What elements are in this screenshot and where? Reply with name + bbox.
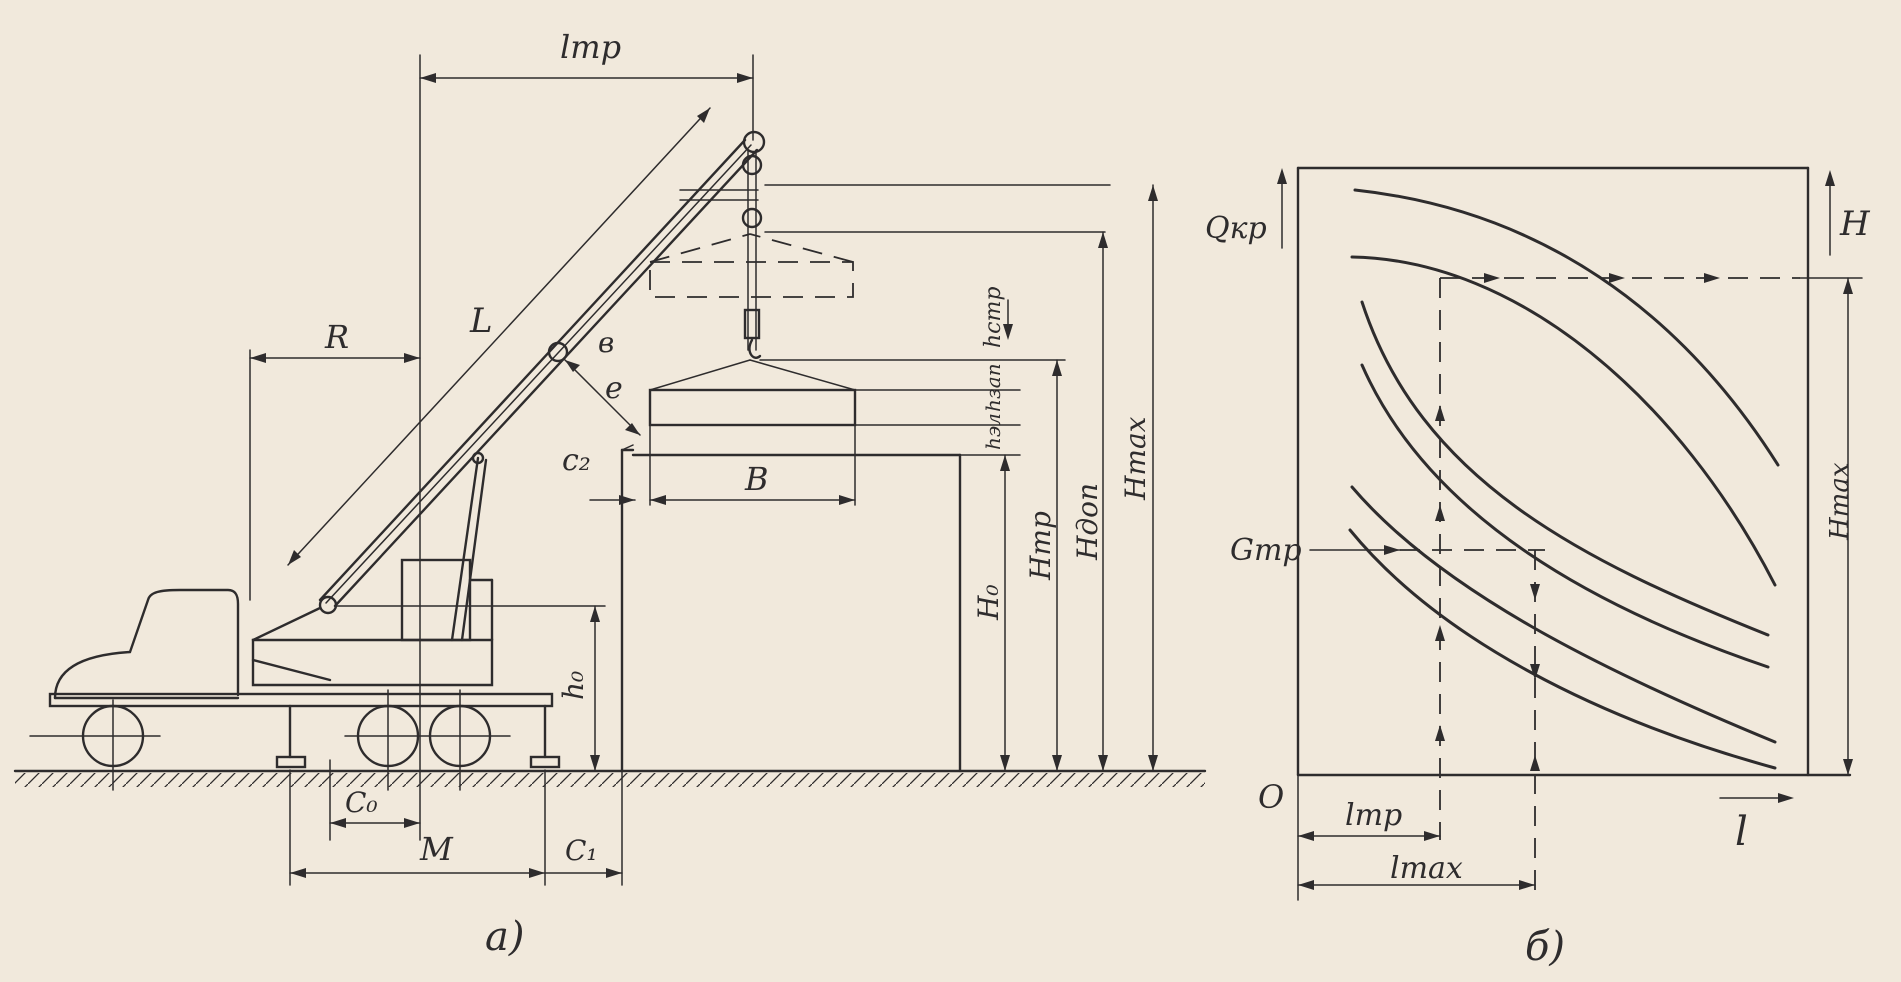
hook-rope bbox=[743, 149, 762, 359]
label-h-el: hэл bbox=[981, 413, 1005, 450]
label-l-tr-a: lтр bbox=[560, 28, 621, 66]
label-M: M bbox=[419, 830, 454, 868]
label-l-tr-b: lтр bbox=[1345, 798, 1402, 833]
caption-a: a) bbox=[485, 914, 524, 960]
label-H: H bbox=[1839, 204, 1871, 244]
label-C0: C₀ bbox=[345, 786, 378, 819]
label-h-zap: hзап bbox=[981, 363, 1005, 412]
label-H0: H₀ bbox=[972, 584, 1005, 621]
installed-element bbox=[648, 359, 857, 427]
label-Q-kr: Qкр bbox=[1205, 211, 1267, 246]
figure-a-crane: lтр L R в e c₂ B hстр hзап hэл h₀ H₀ Hтр… bbox=[13, 28, 1207, 960]
label-H-tr: Hтр bbox=[1024, 511, 1057, 581]
label-H-max-a: Hmax bbox=[1119, 416, 1152, 501]
crane-turntable bbox=[251, 558, 494, 687]
figure-b-chart: Qкр H Gтр Hmax O l lтр lmax б) bbox=[1205, 166, 1871, 970]
dimension-lines bbox=[249, 54, 1158, 886]
label-R: R bbox=[324, 318, 349, 356]
boom-cylinder bbox=[450, 451, 488, 642]
ground-line bbox=[13, 769, 1207, 787]
label-l: l bbox=[1735, 809, 1748, 855]
label-G-tr: Gтр bbox=[1230, 533, 1302, 568]
label-H-max-b: Hmax bbox=[1825, 462, 1855, 541]
label-O: O bbox=[1258, 778, 1284, 816]
load-curves bbox=[1348, 188, 1780, 770]
label-L: L bbox=[469, 301, 493, 341]
label-C1: C₁ bbox=[565, 834, 598, 867]
label-h-str: hстр bbox=[981, 287, 1006, 348]
label-e: e bbox=[605, 371, 623, 406]
outriggers bbox=[275, 704, 561, 769]
label-l-max: lmax bbox=[1390, 851, 1463, 886]
truck-chassis bbox=[29, 689, 554, 791]
truck-cabin bbox=[53, 588, 240, 700]
label-b-small: в bbox=[598, 326, 614, 359]
label-B: B bbox=[744, 460, 769, 498]
label-H-dop: Hдоп bbox=[1071, 483, 1104, 561]
chart-guide-lines bbox=[1297, 273, 1863, 901]
caption-b: б) bbox=[1525, 924, 1565, 970]
building bbox=[620, 444, 962, 773]
label-h0: h₀ bbox=[557, 671, 590, 700]
crane-boom bbox=[318, 130, 766, 615]
label-c2: c₂ bbox=[562, 443, 591, 478]
lifted-element-dashed bbox=[649, 233, 854, 298]
